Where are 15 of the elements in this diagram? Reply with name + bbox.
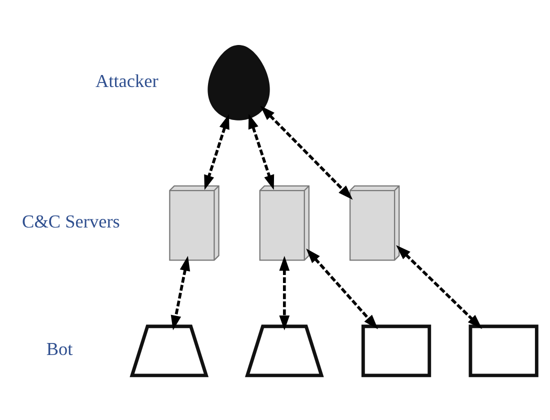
arrow bbox=[279, 255, 290, 330]
node-computer bbox=[361, 324, 432, 377]
arrow bbox=[248, 113, 274, 190]
arrow bbox=[170, 255, 190, 330]
node-laptop bbox=[130, 324, 209, 377]
node-computer bbox=[468, 324, 538, 377]
label: Attacker bbox=[95, 70, 158, 90]
label: C&C Servers bbox=[22, 210, 120, 231]
arrow bbox=[204, 114, 230, 190]
arrow bbox=[306, 248, 378, 329]
node-laptop bbox=[244, 324, 324, 377]
label: Bot bbox=[46, 338, 73, 359]
arrow bbox=[396, 244, 482, 328]
node-person bbox=[208, 44, 270, 120]
arrow bbox=[260, 105, 353, 200]
